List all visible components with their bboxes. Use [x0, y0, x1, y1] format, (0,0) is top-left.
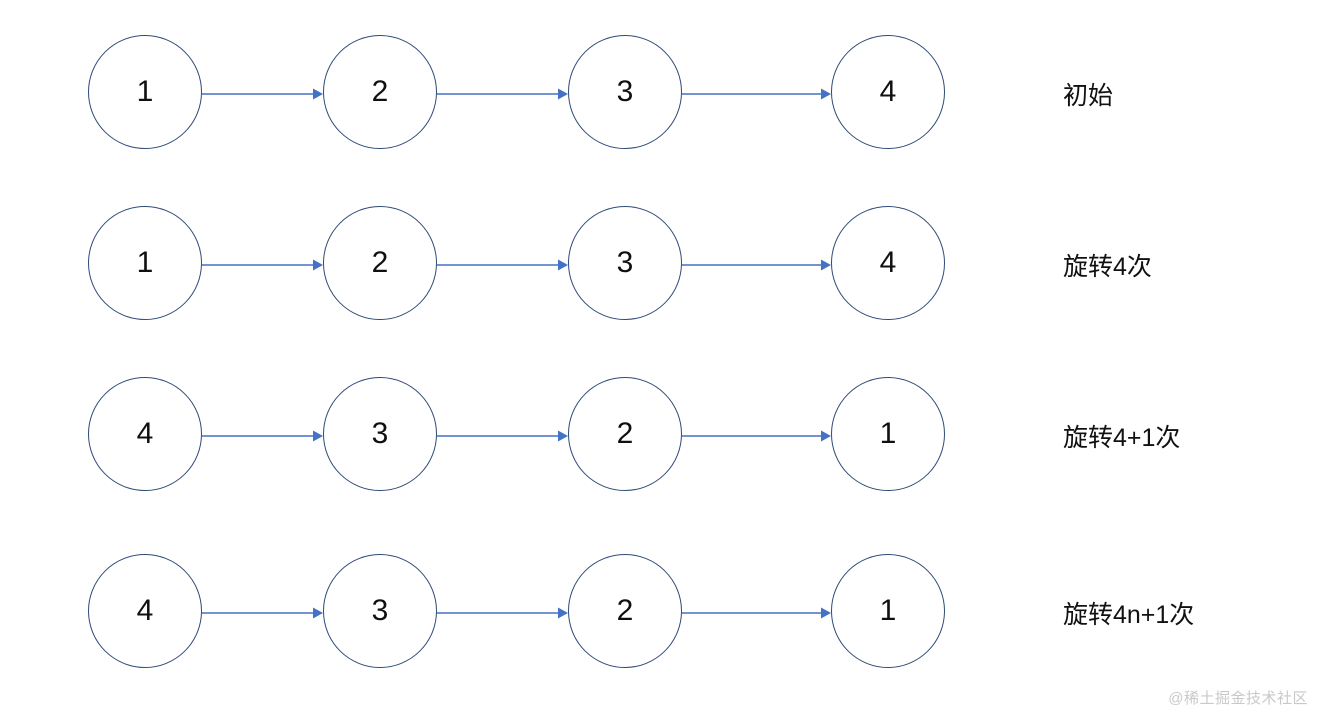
node-value: 4 [136, 594, 154, 627]
node-value: 2 [616, 417, 634, 450]
node-circle[interactable]: 3 [323, 554, 437, 668]
arrow-connector [682, 257, 831, 273]
node-circle[interactable]: 2 [568, 377, 682, 491]
node-value: 2 [371, 246, 389, 279]
node-value: 3 [371, 594, 389, 627]
arrow-connector [437, 86, 568, 102]
node-value: 1 [879, 594, 897, 627]
row-label-row-rotate-4n-plus-1: 旋转4n+1次 [1063, 601, 1195, 629]
node-value: 1 [136, 246, 154, 279]
node-circle[interactable]: 1 [88, 206, 202, 320]
node-circle[interactable]: 4 [831, 35, 945, 149]
arrow-connector [682, 605, 831, 621]
arrow-connector [682, 86, 831, 102]
diagram-row: 1 2 3 4 [0, 35, 1322, 153]
node-value: 1 [136, 75, 154, 108]
node-value: 1 [879, 417, 897, 450]
row-label-row-rotate-4-plus-1: 旋转4+1次 [1063, 424, 1181, 452]
node-circle[interactable]: 4 [88, 377, 202, 491]
node-circle[interactable]: 1 [88, 35, 202, 149]
node-value: 2 [616, 594, 634, 627]
node-value: 3 [616, 75, 634, 108]
arrow-connector [202, 428, 323, 444]
node-value: 4 [879, 75, 897, 108]
arrow-connector [202, 605, 323, 621]
node-value: 2 [371, 75, 389, 108]
node-circle[interactable]: 4 [831, 206, 945, 320]
arrow-connector [437, 605, 568, 621]
node-circle[interactable]: 3 [323, 377, 437, 491]
diagram-row: 4 3 2 1 [0, 554, 1322, 672]
node-circle[interactable]: 3 [568, 35, 682, 149]
arrow-connector [437, 428, 568, 444]
node-circle[interactable]: 2 [323, 206, 437, 320]
node-value: 3 [371, 417, 389, 450]
row-label-row-rotate-4: 旋转4次 [1063, 253, 1152, 281]
arrow-connector [682, 428, 831, 444]
row-label-row-initial: 初始 [1063, 82, 1114, 110]
node-circle[interactable]: 3 [568, 206, 682, 320]
watermark: @稀土掘金技术社区 [1168, 690, 1308, 707]
arrow-connector [202, 86, 323, 102]
diagram-row: 1 2 3 4 [0, 206, 1322, 324]
node-value: 3 [616, 246, 634, 279]
arrow-connector [437, 257, 568, 273]
node-circle[interactable]: 4 [88, 554, 202, 668]
node-circle[interactable]: 2 [568, 554, 682, 668]
arrow-connector [202, 257, 323, 273]
node-value: 4 [879, 246, 897, 279]
node-circle[interactable]: 2 [323, 35, 437, 149]
node-value: 4 [136, 417, 154, 450]
node-circle[interactable]: 1 [831, 554, 945, 668]
node-circle[interactable]: 1 [831, 377, 945, 491]
